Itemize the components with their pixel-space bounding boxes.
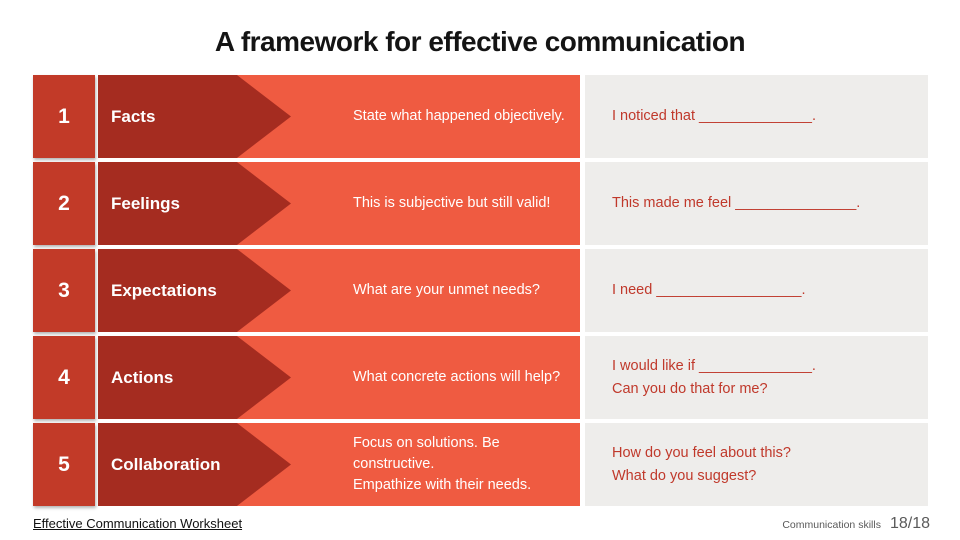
framework-row-collaboration: 5 Collaboration Focus on solutions. Be c… xyxy=(33,423,928,506)
sentence-starter-panel: How do you feel about this? What do you … xyxy=(585,423,928,506)
step-description: This is subjective but still valid! xyxy=(353,194,551,211)
sentence-starter-line1: I need __________________. xyxy=(612,282,806,299)
step-arrow: Expectations xyxy=(98,249,291,332)
framework-row-feelings: 2 Feelings This is subjective but still … xyxy=(33,162,928,245)
framework-table: 1 Facts State what happened objectively.… xyxy=(33,75,928,510)
sentence-starter-line1: I noticed that ______________. xyxy=(612,108,816,125)
framework-row-expectations: 3 Expectations What are your unmet needs… xyxy=(33,249,928,332)
worksheet-link[interactable]: Effective Communication Worksheet xyxy=(33,516,243,531)
step-label: Feelings xyxy=(111,193,180,213)
framework-row-facts: 1 Facts State what happened objectively.… xyxy=(33,75,928,158)
step-label: Collaboration xyxy=(111,454,221,474)
framework-row-actions: 4 Actions What concrete actions will hel… xyxy=(33,336,928,419)
step-description-panel: Expectations What are your unmet needs? xyxy=(98,249,580,332)
sentence-starter-line1: How do you feel about this? xyxy=(612,445,791,462)
step-arrow: Actions xyxy=(98,336,291,419)
sentence-starter-panel: I noticed that ______________. xyxy=(585,75,928,158)
sentence-starter-panel: I would like if ______________. Can you … xyxy=(585,336,928,419)
step-description-line1: Focus on solutions. Be constructive. xyxy=(353,434,500,472)
step-number: 2 xyxy=(33,162,95,245)
step-arrow: Feelings xyxy=(98,162,291,245)
step-description-panel: Actions What concrete actions will help? xyxy=(98,336,580,419)
sentence-starter-line1: I would like if ______________. xyxy=(612,358,816,375)
course-name: Communication skills xyxy=(782,519,881,531)
step-number: 3 xyxy=(33,249,95,332)
step-description: What concrete actions will help? xyxy=(353,368,561,385)
sentence-starter-line2: What do you suggest? xyxy=(612,467,757,484)
step-label: Expectations xyxy=(111,280,217,300)
page-number: 18/18 xyxy=(889,515,930,532)
step-description-panel: Facts State what happened objectively. xyxy=(98,75,580,158)
footer-right: Communication skills 18/18 xyxy=(782,515,930,533)
page-title: A framework for effective communication xyxy=(214,26,746,57)
step-arrow: Facts xyxy=(98,75,291,158)
step-label: Actions xyxy=(111,367,174,387)
sentence-starter-line1: This made me feel _______________. xyxy=(612,195,861,212)
step-description-panel: Feelings This is subjective but still va… xyxy=(98,162,580,245)
sentence-starter-panel: This made me feel _______________. xyxy=(585,162,928,245)
step-number: 4 xyxy=(33,336,95,419)
step-description: What are your unmet needs? xyxy=(353,281,540,298)
step-description-panel: Collaboration Focus on solutions. Be con… xyxy=(98,423,580,506)
step-label: Facts xyxy=(111,106,156,126)
sentence-starter-line2: Can you do that for me? xyxy=(612,380,768,397)
step-description: State what happened objectively. xyxy=(353,107,565,124)
step-number: 1 xyxy=(33,75,95,158)
step-number: 5 xyxy=(33,423,95,506)
step-arrow: Collaboration xyxy=(98,423,291,506)
step-description-line2: Empathize with their needs. xyxy=(353,477,532,493)
step-description: Focus on solutions. Be constructive. Emp… xyxy=(353,433,580,496)
sentence-starter-panel: I need __________________. xyxy=(585,249,928,332)
